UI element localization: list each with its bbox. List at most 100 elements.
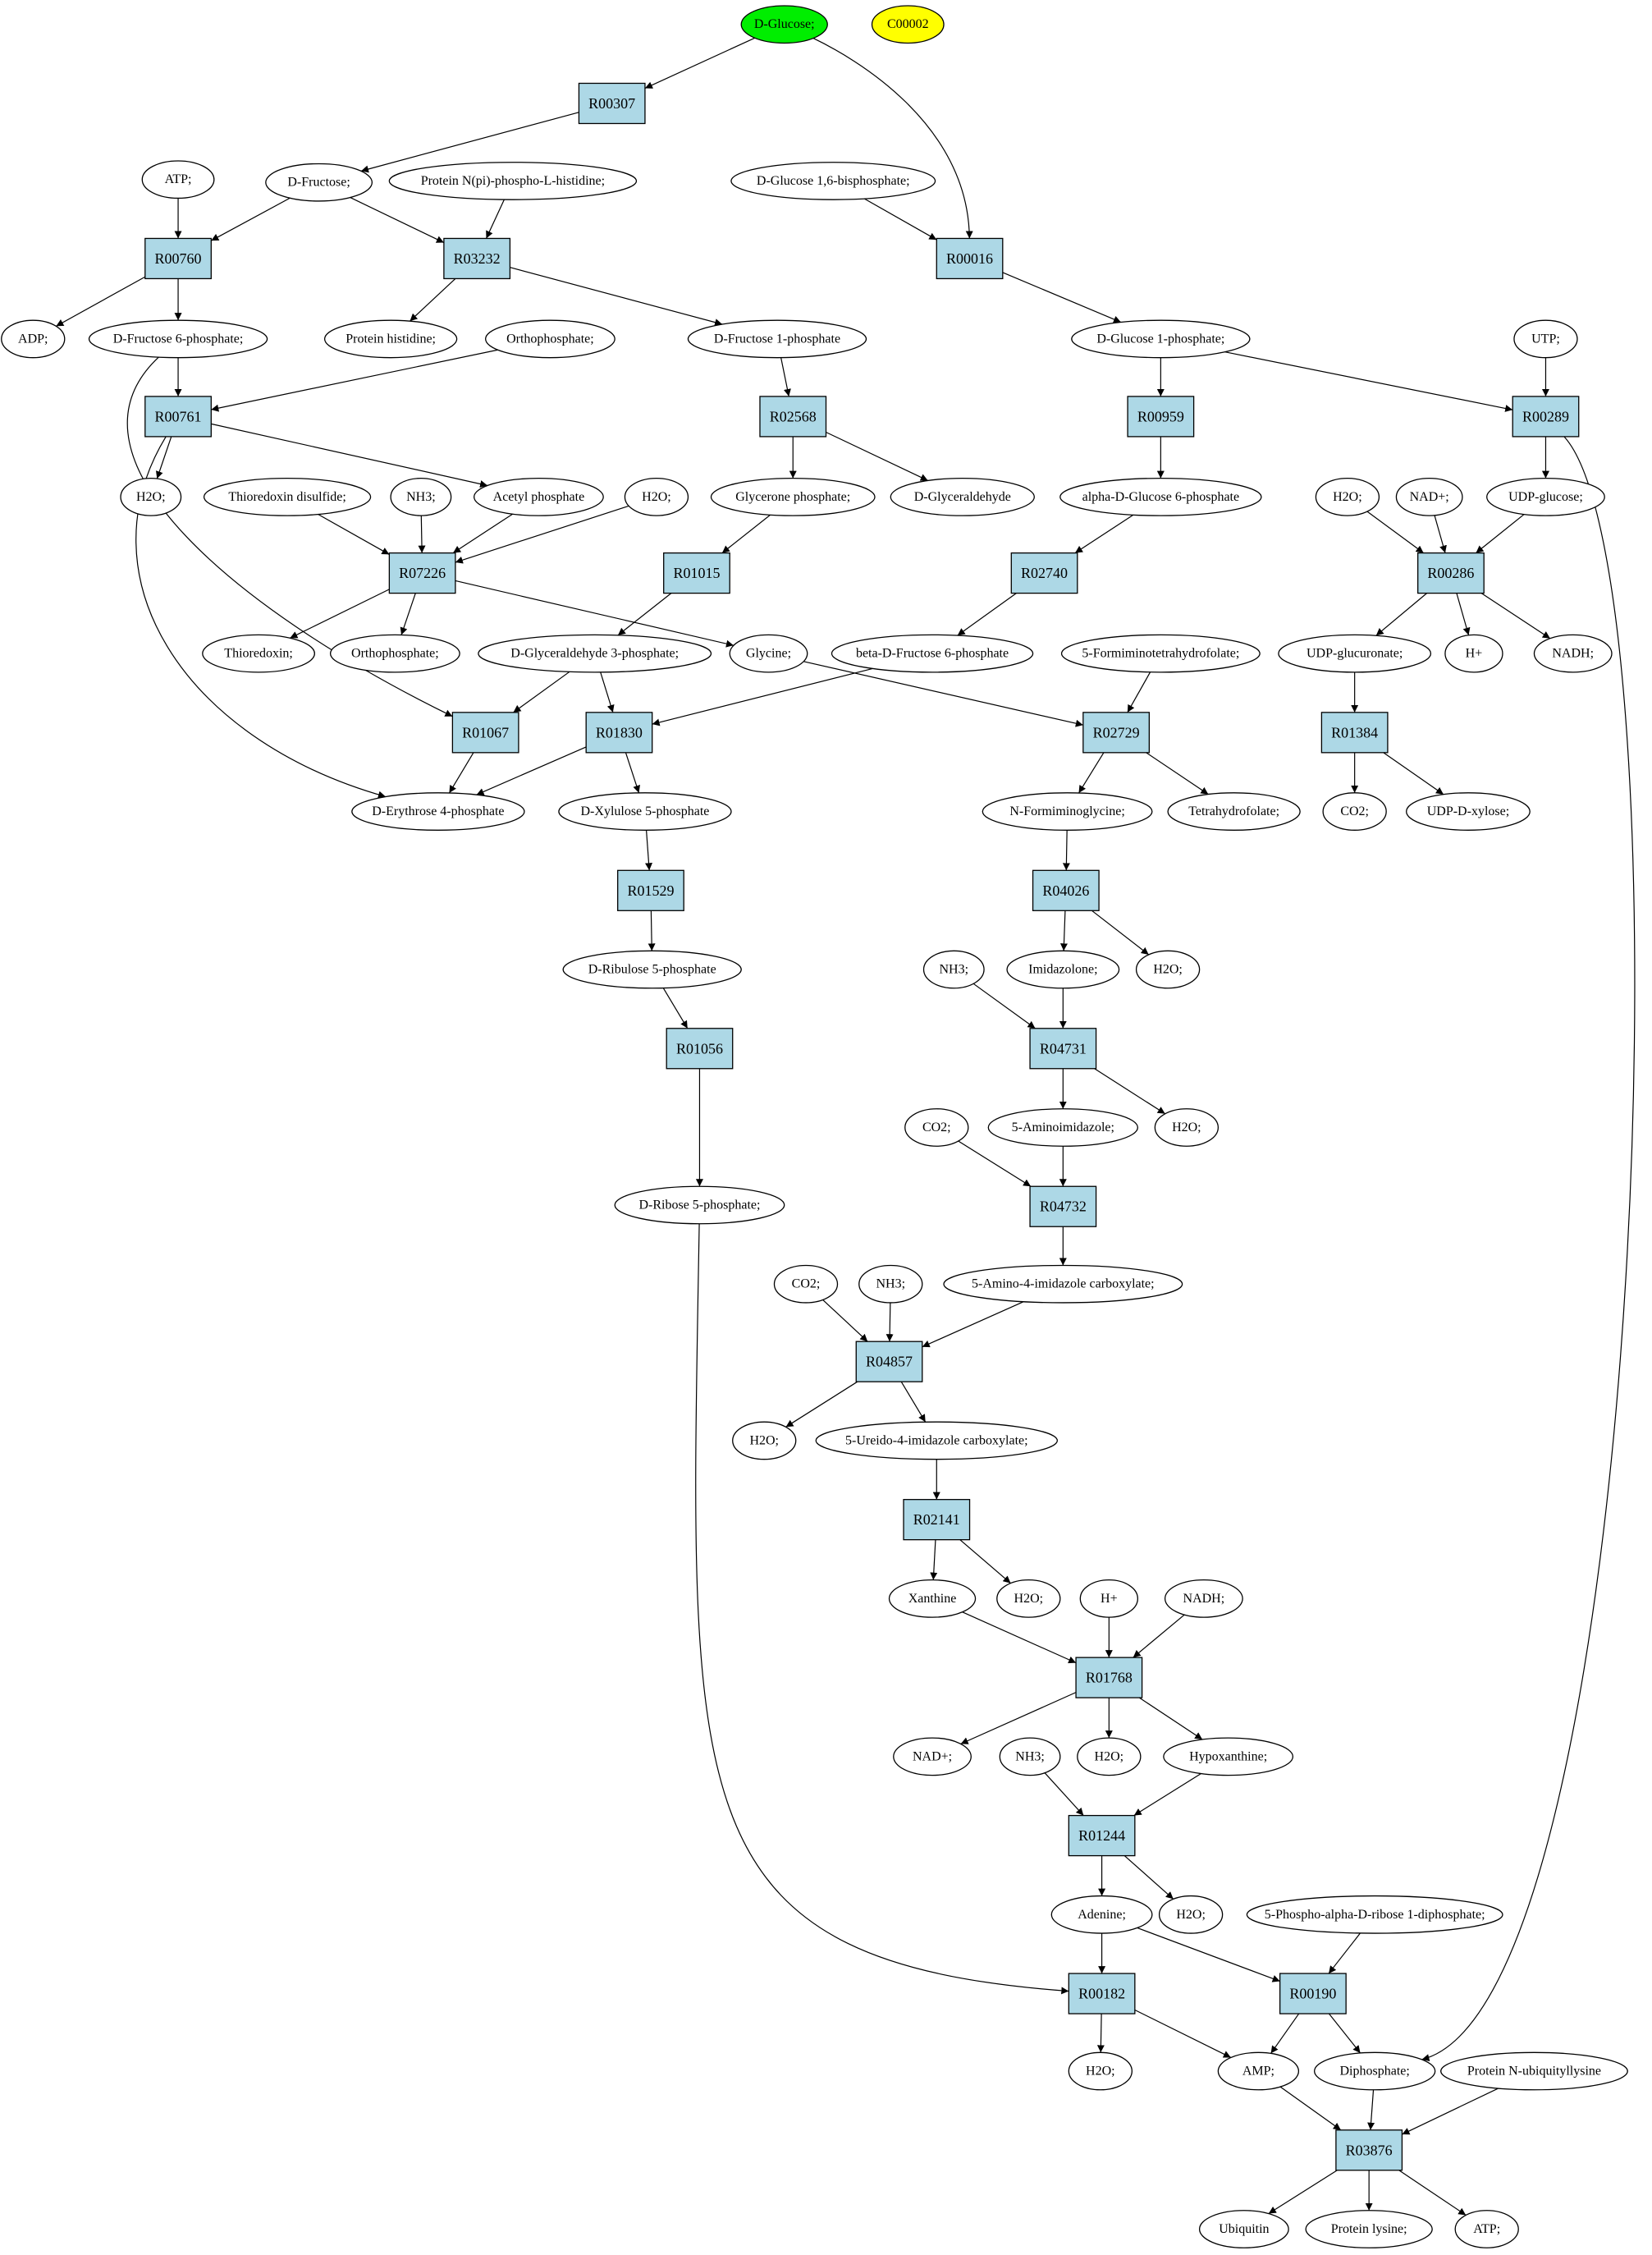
compound-node[interactable]: NADH; [1533,634,1613,673]
reaction-node[interactable]: R00761 [144,396,212,438]
compound-node[interactable]: Thioredoxin; [202,634,315,673]
compound-node[interactable]: H2O; [1135,950,1201,989]
compound-node[interactable]: D-Ribose 5-phosphate; [614,1185,785,1225]
compound-node[interactable]: AMP; [1217,2051,1300,2091]
reaction-node[interactable]: R00307 [578,82,646,125]
compound-node[interactable]: D-Xylulose 5-phosphate [558,792,732,831]
compound-node[interactable]: H+ [1444,634,1503,673]
compound-node[interactable]: H+ [1079,1579,1138,1618]
compound-node[interactable]: N-Formiminoglycine; [982,792,1153,831]
compound-node[interactable]: ATP; [1454,2210,1519,2248]
compound-node[interactable]: D-Erythrose 4-phosphate [351,792,525,831]
compound-node[interactable]: Glycine; [729,634,808,673]
compound-node[interactable]: D-Glucose 1,6-bisphosphate; [730,162,936,200]
compound-node[interactable]: H2O; [120,477,182,516]
compound-node[interactable]: H2O; [1315,477,1380,516]
compound-node[interactable]: 5-Ureido-4-imidazole carboxylate; [815,1421,1058,1460]
reaction-node[interactable]: R02729 [1082,712,1150,754]
reaction-node[interactable]: R01244 [1068,1814,1136,1857]
reaction-node[interactable]: R07226 [388,552,456,594]
reaction-node[interactable]: R02568 [759,396,827,438]
reaction-node[interactable]: R01067 [451,712,519,754]
reaction-node[interactable]: R04857 [855,1341,923,1382]
compound-node[interactable]: D-Fructose 1-phosphate [687,319,867,359]
reaction-node[interactable]: R04026 [1032,869,1100,911]
compound-ellipse [890,477,1035,516]
compound-node[interactable]: C00002 [871,5,945,44]
compound-node[interactable]: Imidazolone; [1006,950,1120,989]
compound-node[interactable]: Protein lysine; [1305,2210,1433,2248]
compound-node[interactable]: beta-D-Fructose 6-phosphate [831,634,1034,673]
compound-node[interactable]: NADH; [1164,1579,1243,1618]
reaction-node[interactable]: R00959 [1127,396,1195,438]
compound-node[interactable]: 5-Aminoimidazole; [987,1108,1138,1147]
reaction-node[interactable]: R02141 [903,1499,971,1541]
compound-node[interactable]: D-Fructose 6-phosphate; [88,319,268,359]
compound-node[interactable]: D-Glucose; [740,5,828,44]
compound-node[interactable]: Protein N(pi)-phospho-L-histidine; [388,162,638,200]
compound-node[interactable]: H2O; [996,1579,1061,1618]
reaction-node[interactable]: R02740 [1010,552,1078,594]
compound-node[interactable]: ADP; [1,319,66,359]
compound-node[interactable]: D-Ribulose 5-phosphate [562,950,742,989]
compound-node[interactable]: Protein N-ubiquityllysine [1440,2051,1628,2091]
compound-node[interactable]: Thioredoxin disulfide; [203,477,372,516]
compound-node[interactable]: H2O; [1068,2051,1133,2091]
reaction-node[interactable]: R03876 [1335,2129,1403,2171]
compound-node[interactable]: D-Glyceraldehyde [890,477,1035,516]
compound-node[interactable]: H2O; [1154,1108,1220,1147]
compound-node[interactable]: H2O; [732,1421,797,1460]
compound-node[interactable]: UDP-D-xylose; [1406,792,1531,831]
compound-node[interactable]: NH3; [858,1264,923,1304]
compound-node[interactable]: NH3; [922,950,985,989]
compound-node[interactable]: UDP-glucose; [1486,477,1605,516]
reaction-node[interactable]: R04732 [1029,1185,1097,1227]
edge-r5p-to-R00182 [695,1223,1069,1995]
compound-node[interactable]: UTP; [1513,319,1578,359]
compound-node[interactable]: ATP; [141,160,215,199]
reaction-node[interactable]: R04731 [1029,1028,1097,1070]
compound-node[interactable]: CO2; [1322,792,1387,831]
compound-node[interactable]: NH3; [390,477,452,516]
compound-node[interactable]: D-Glyceraldehyde 3-phosphate; [478,634,712,673]
reaction-node[interactable]: R01384 [1320,712,1389,754]
compound-node[interactable]: Hypoxanthine; [1163,1737,1294,1776]
compound-node[interactable]: Tetrahydrofolate; [1167,792,1301,831]
reaction-node[interactable]: R01529 [617,869,684,911]
compound-node[interactable]: Diphosphate; [1313,2051,1436,2091]
compound-node[interactable]: D-Glucose 1-phosphate; [1071,319,1251,359]
compound-node[interactable]: 5-Phospho-alpha-D-ribose 1-diphosphate; [1246,1895,1503,1934]
compound-node[interactable]: H2O; [624,477,689,516]
compound-node[interactable]: Glycerone phosphate; [710,477,876,516]
reaction-node[interactable]: R01056 [666,1028,734,1070]
compound-node[interactable]: NAD+; [893,1737,972,1776]
reaction-node[interactable]: R00289 [1512,396,1580,438]
reaction-node[interactable]: R01015 [663,552,730,594]
compound-node[interactable]: D-Fructose; [265,163,373,202]
reaction-node[interactable]: R00286 [1417,552,1485,594]
reaction-node[interactable]: R03232 [443,237,511,280]
compound-node[interactable]: Xanthine [888,1579,977,1618]
compound-node[interactable]: UDP-glucuronate; [1278,634,1432,673]
reaction-node[interactable]: R01768 [1075,1657,1143,1698]
compound-node[interactable]: Orthophosphate; [329,634,460,673]
compound-node[interactable]: Protein histidine; [323,319,458,359]
compound-node[interactable]: NH3; [999,1737,1061,1776]
compound-node[interactable]: alpha-D-Glucose 6-phosphate [1059,477,1262,516]
compound-node[interactable]: Adenine; [1050,1895,1153,1934]
compound-node[interactable]: NAD+; [1395,477,1463,516]
compound-node[interactable]: Ubiquitin [1198,2210,1289,2248]
reaction-node[interactable]: R00182 [1068,1973,1136,2014]
compound-node[interactable]: 5-Amino-4-imidazole carboxylate; [943,1264,1183,1304]
compound-node[interactable]: CO2; [773,1264,839,1304]
reaction-node[interactable]: R00760 [144,237,212,280]
reaction-node[interactable]: R01830 [585,712,653,754]
compound-node[interactable]: H2O; [1077,1737,1142,1776]
reaction-node[interactable]: R00190 [1279,1973,1347,2014]
reaction-node[interactable]: R00016 [936,237,1004,280]
compound-node[interactable]: 5-Formiminotetrahydrofolate; [1060,634,1261,673]
compound-node[interactable]: Acetyl phosphate [473,477,604,516]
compound-node[interactable]: Orthophosphate; [484,319,615,359]
compound-node[interactable]: H2O; [1158,1895,1224,1934]
compound-node[interactable]: CO2; [904,1108,969,1147]
